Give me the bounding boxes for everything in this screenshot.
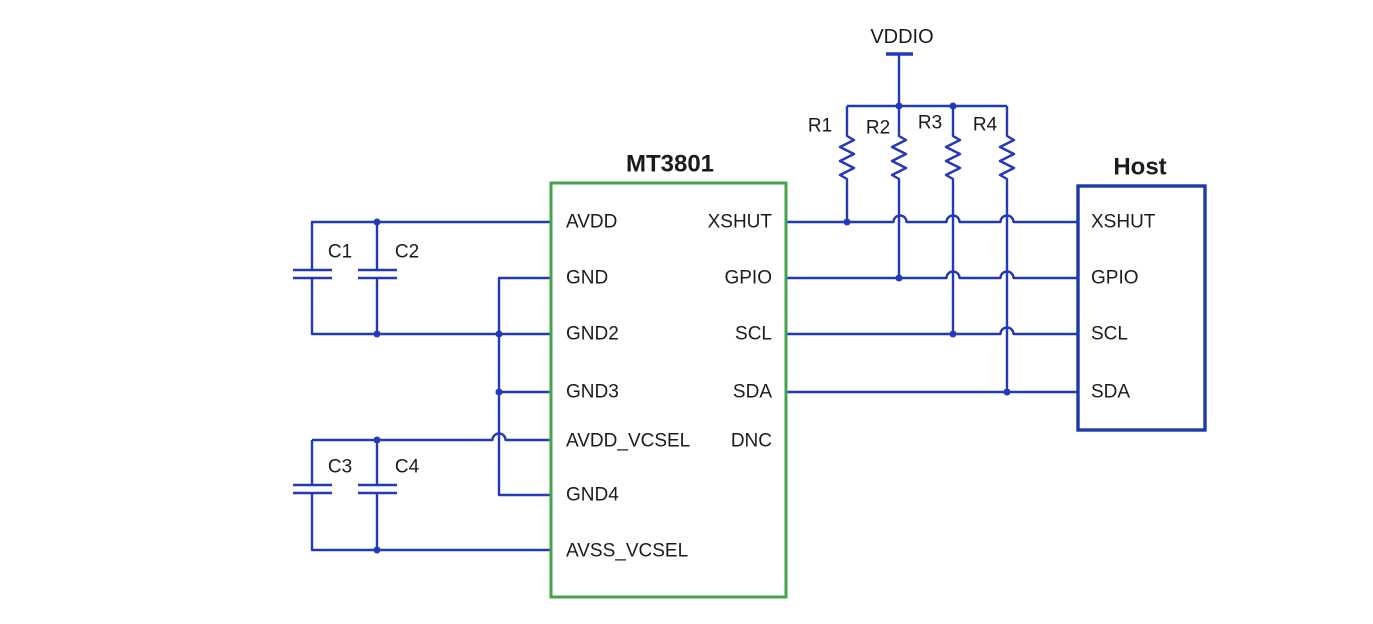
capacitor-label-c2: C2 — [395, 242, 419, 263]
avdd-wire — [310, 220, 551, 270]
scl-wire — [786, 326, 1078, 336]
junction-dot — [373, 218, 381, 226]
resistor-r4: R4 — [973, 106, 1016, 392]
resistor-r1-symbol — [838, 106, 856, 222]
net-xshut — [786, 214, 1078, 226]
resistor-label-r3: R3 — [918, 113, 942, 134]
resistor-r3: R3 — [918, 106, 962, 334]
ic-pin-xshut: XSHUT — [708, 212, 773, 233]
avdd-vcsel-wire — [312, 432, 551, 442]
resistor-r3-symbol — [944, 106, 962, 334]
net-avdd-vcsel — [310, 432, 551, 485]
junction-dot — [495, 388, 503, 396]
resistor-label-r2: R2 — [866, 118, 890, 139]
junction-dot — [843, 218, 851, 226]
capacitor-c4: C4 — [358, 457, 420, 495]
capacitor-label-c3: C3 — [328, 457, 352, 478]
ic-title: MT3801 — [626, 151, 714, 178]
host-pin-scl: SCL — [1091, 324, 1128, 345]
host-block: Host XSHUT GPIO SCL SDA — [1076, 154, 1207, 432]
host-pin-sda: SDA — [1091, 382, 1130, 403]
net-avss-vcsel — [310, 493, 551, 554]
ic-pin-dnc: DNC — [731, 431, 772, 452]
resistor-r4-symbol — [998, 106, 1016, 392]
junction-dot — [1003, 388, 1011, 396]
gnd2-wire — [310, 278, 551, 336]
net-gpio — [786, 270, 1078, 282]
junction-dot — [895, 274, 903, 282]
ic-pin-avdd-vcsel: AVDD_VCSEL — [566, 431, 690, 452]
host-pin-xshut: XSHUT — [1091, 212, 1156, 233]
ic-pin-gnd3: GND3 — [566, 382, 619, 403]
ic-pin-avss-vcsel: AVSS_VCSEL — [566, 541, 688, 562]
net-sda — [786, 388, 1078, 396]
net-avdd — [310, 218, 551, 270]
gpio-wire — [786, 270, 1078, 280]
host-body — [1076, 184, 1207, 432]
resistor-label-r4: R4 — [973, 115, 998, 136]
ic-pin-gnd: GND — [566, 268, 608, 289]
junction-dot — [949, 330, 957, 338]
net-gnd2-rail — [310, 278, 551, 338]
ic-pin-gnd2: GND2 — [566, 324, 619, 345]
capacitor-label-c4: C4 — [395, 457, 420, 478]
resistor-label-r1: R1 — [808, 116, 832, 137]
ic-pin-gpio: GPIO — [724, 268, 772, 289]
junction-dot — [373, 546, 381, 554]
gnd-bus — [495, 276, 551, 497]
ic-mt3801: MT3801 AVDD GND GND2 GND3 AVDD_VCSEL GND… — [549, 151, 788, 599]
capacitor-c2: C2 — [358, 242, 419, 280]
gnd-bus-wire — [497, 276, 551, 497]
capacitor-c1: C1 — [293, 242, 352, 280]
vddio-net-label: VDDIO — [870, 26, 933, 48]
capacitor-c1-symbol — [293, 268, 332, 280]
ic-pin-scl: SCL — [735, 324, 772, 345]
net-scl — [786, 326, 1078, 338]
host-pin-gpio: GPIO — [1091, 268, 1139, 289]
capacitor-c2-symbol — [358, 268, 397, 280]
xshut-wire — [786, 214, 1078, 224]
host-title: Host — [1113, 154, 1166, 181]
junction-dot — [373, 330, 381, 338]
capacitor-c4-symbol — [358, 483, 397, 495]
ic-pin-gnd4: GND4 — [566, 485, 619, 506]
ic-pin-sda: SDA — [733, 382, 772, 403]
capacitor-label-c1: C1 — [328, 242, 352, 263]
resistor-r2-symbol — [890, 54, 908, 278]
capacitor-c3: C3 — [293, 457, 352, 495]
ic-body — [549, 181, 788, 599]
avss-vcsel-wire — [310, 493, 551, 552]
ic-pin-avdd: AVDD — [566, 212, 617, 233]
resistor-r1: R1 — [808, 106, 856, 222]
resistor-r2: R2 — [866, 54, 908, 278]
vddio-power-symbol: VDDIO — [847, 26, 1007, 110]
junction-dot — [373, 436, 381, 444]
capacitor-c3-symbol — [293, 483, 332, 495]
